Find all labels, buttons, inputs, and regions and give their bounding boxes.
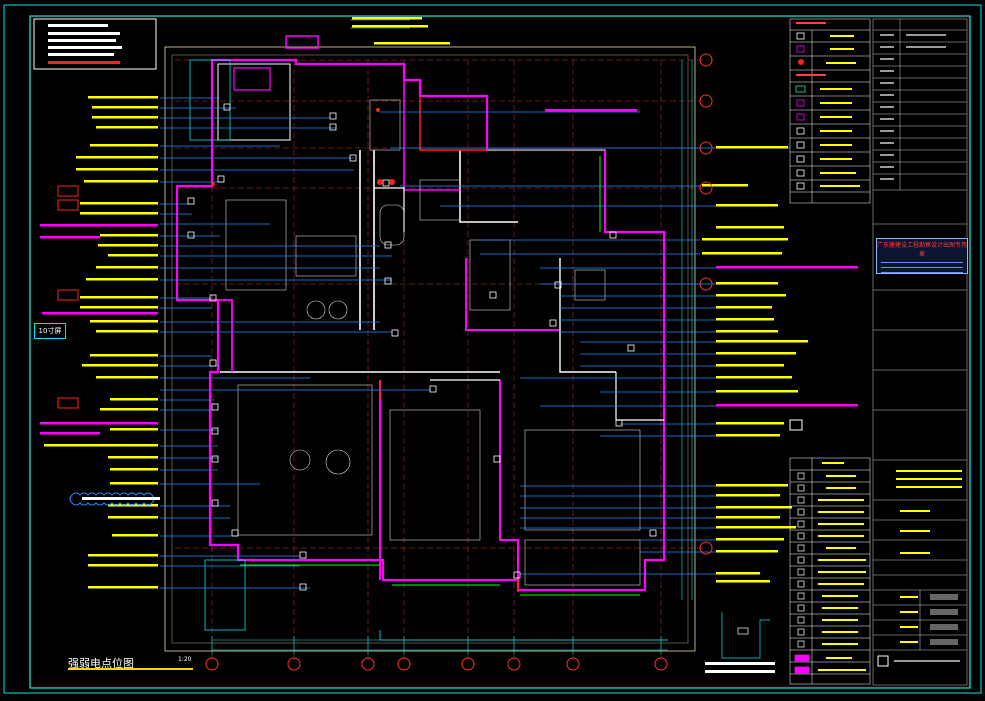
legend-bottom-labels [818, 462, 866, 671]
room-outlines [189, 59, 668, 641]
legend-table-bottom [789, 457, 871, 685]
small-detail-title [705, 662, 775, 673]
site-boundary [164, 46, 696, 652]
annotations-left-magenta [40, 185, 158, 435]
stamp-line [881, 262, 963, 263]
drawing-title: 强弱电点位图 [68, 657, 134, 670]
revision-cloud-text [82, 497, 160, 500]
electrical-points [187, 103, 657, 591]
leader-lines-right [350, 19, 790, 575]
grid-lines-horizontal [175, 59, 705, 549]
dimension-lines-right [681, 60, 693, 600]
annotations-left-yellow [44, 96, 158, 589]
stamp-line [881, 267, 963, 268]
leader-lines-left [160, 97, 430, 589]
title-block-topleft [33, 18, 157, 70]
stamp-line [881, 272, 963, 273]
screen-size-badge: 10寸屏 [34, 323, 66, 339]
furniture [225, 99, 641, 586]
sheet-border-red [30, 16, 970, 688]
design-stamp: 广东建建设工程勘察设计出图专用章 [876, 238, 968, 274]
floor-plan-walls [175, 35, 666, 596]
grid-axis-bubbles-right [699, 53, 713, 555]
drawing-scale: 1:20 [178, 656, 192, 663]
site-boundary-inner [171, 54, 689, 644]
legend-top-labels [796, 22, 860, 187]
revision-cloud [69, 492, 155, 506]
annotations-right [352, 17, 858, 583]
legend-bottom-symbols [794, 472, 810, 674]
legend-top-symbols [795, 32, 806, 190]
sheet-outer-frame [3, 4, 982, 694]
legend-table-top [789, 18, 871, 204]
grid-axis-bubbles-bottom [205, 657, 668, 671]
small-detail [721, 612, 770, 659]
red-wall-accents [379, 96, 519, 592]
red-points [211, 108, 395, 186]
stamp-title: 广东建建设工程勘察设计出图专用章 [877, 242, 968, 258]
drawing-title-underline [68, 668, 193, 670]
title-block-right [872, 18, 968, 686]
sheet-inner-frame [29, 15, 971, 689]
title-block-right-text [877, 34, 962, 667]
